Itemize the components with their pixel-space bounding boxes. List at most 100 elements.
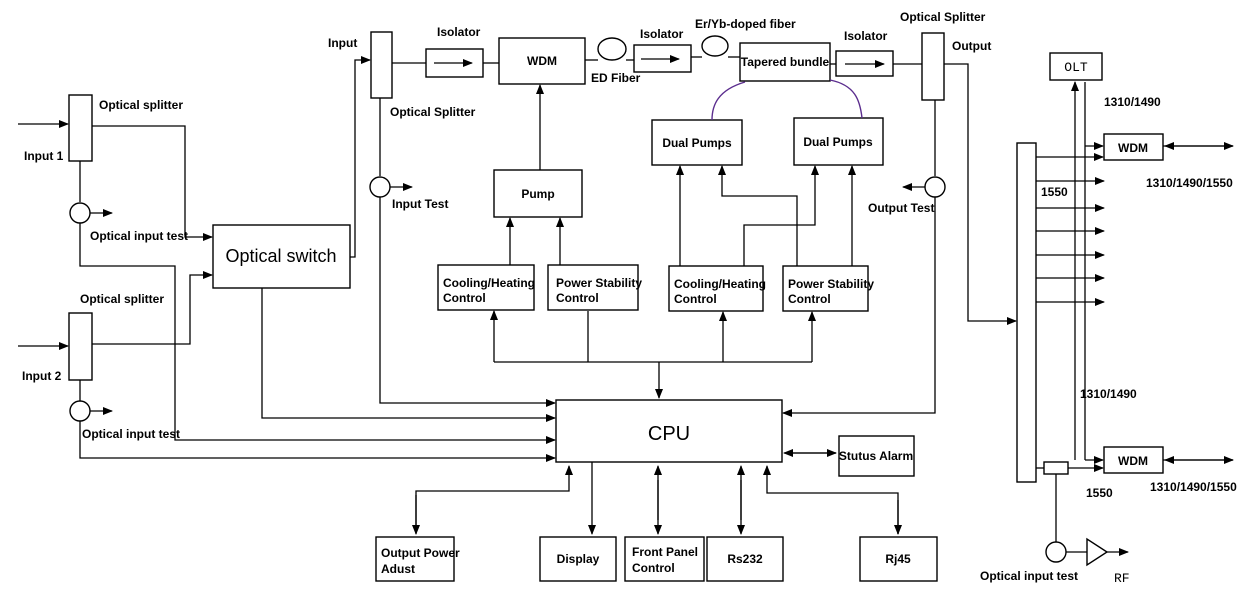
rf-label: RF bbox=[1114, 571, 1130, 586]
wl-1550-top-label: 1550 bbox=[1041, 185, 1068, 199]
output-test-label: Output Test bbox=[868, 201, 934, 215]
switch-to-splitter-line bbox=[350, 56, 371, 258]
display-label: Display bbox=[557, 552, 600, 566]
rj45-box bbox=[859, 536, 938, 582]
optical-input-test-1-label: Optical input test bbox=[90, 229, 188, 243]
photodiode-2-icon bbox=[69, 400, 91, 422]
cooling2-to-dual2-arrow bbox=[743, 165, 819, 266]
input-1-label: Input 1 bbox=[24, 149, 64, 163]
pump-box bbox=[493, 169, 583, 218]
input-test-label: Input Test bbox=[392, 197, 448, 211]
display-box bbox=[539, 536, 617, 582]
power-control-2-box bbox=[782, 265, 869, 312]
olt-box bbox=[1049, 52, 1103, 81]
input-label: Input bbox=[328, 36, 357, 50]
cpu-box bbox=[555, 399, 783, 463]
tapered-bundle-label: Tapered bundle bbox=[741, 55, 830, 69]
photodiode-1-icon bbox=[69, 202, 91, 224]
pump-link-1 bbox=[711, 81, 746, 121]
isolator-1-label: Isolator bbox=[437, 25, 481, 39]
photodiode-input-test-icon bbox=[369, 176, 391, 198]
cooling-control-1-line1: Cooling/Heating bbox=[443, 276, 535, 290]
optical-splitter-1-box bbox=[68, 94, 93, 162]
wdm-top-box bbox=[1103, 133, 1164, 161]
dual-pumps-2-box bbox=[793, 117, 884, 166]
output-test-to-cpu-line bbox=[782, 197, 936, 417]
ed-fiber-label: ED Fiber bbox=[591, 71, 641, 85]
cooling-control-2-line1: Cooling/Heating bbox=[674, 277, 766, 291]
rs232-box bbox=[706, 536, 784, 582]
input-test-to-cpu-line bbox=[379, 197, 556, 407]
er-yb-fiber-label: Er/Yb-doped fiber bbox=[695, 17, 796, 31]
pump-link-2 bbox=[829, 79, 863, 119]
isolator-2-label: Isolator bbox=[640, 27, 684, 41]
dual-pumps-1-label: Dual Pumps bbox=[662, 136, 732, 150]
photodiode-output-test-icon bbox=[924, 176, 946, 198]
dual-pumps-2-label: Dual Pumps bbox=[803, 135, 873, 149]
distribution-bus-box bbox=[1016, 142, 1037, 483]
optical-splitter-out-box bbox=[921, 32, 945, 101]
er-yb-fiber-coil-icon bbox=[701, 35, 729, 57]
splitter2-to-switch-line bbox=[92, 271, 213, 345]
power2-to-dual1-arrow bbox=[718, 165, 798, 266]
dual-pumps-1-box bbox=[651, 119, 743, 166]
wdm-main-box bbox=[498, 37, 586, 85]
wl-1310-1490-1550-bottom-label: 1310/1490/1550 bbox=[1150, 480, 1237, 494]
isolator-3-label: Isolator bbox=[844, 29, 888, 43]
wdm-top-label: WDM bbox=[1118, 141, 1148, 155]
cooling-control-2-box bbox=[668, 265, 764, 312]
switch-to-cpu-line bbox=[261, 288, 556, 422]
status-alarm-label: Stutus Alarm bbox=[839, 449, 913, 463]
power-control-1-line2: Control bbox=[556, 291, 599, 305]
output-to-bus-line bbox=[944, 63, 1017, 325]
test2-to-cpu-line bbox=[79, 421, 556, 462]
wdm-bottom-box bbox=[1103, 446, 1164, 474]
coupler-box bbox=[1043, 461, 1069, 475]
photodiode-rf-icon bbox=[1045, 541, 1067, 563]
test1-to-cpu-line bbox=[79, 223, 556, 444]
cooling-control-1-box bbox=[437, 264, 535, 311]
optical-switch-box bbox=[212, 224, 351, 289]
power-control-2-line2: Control bbox=[788, 292, 831, 306]
optical-splitter-1-label: Optical splitter bbox=[99, 98, 183, 112]
output-power-line2: Adust bbox=[381, 562, 415, 576]
power-control-2-line1: Power Stability bbox=[788, 277, 874, 291]
optical-splitter-main-label: Optical Splitter bbox=[390, 105, 476, 119]
optical-splitter-out-label: Optical Splitter bbox=[900, 10, 986, 24]
status-alarm-box bbox=[838, 435, 915, 477]
cpu-label: CPU bbox=[648, 423, 690, 445]
cooling-control-2-line2: Control bbox=[674, 292, 717, 306]
ed-fiber-coil-icon bbox=[597, 37, 627, 61]
output-power-to-cpu-arrow bbox=[415, 465, 573, 530]
olt-label: OLT bbox=[1064, 60, 1088, 75]
optical-input-test-2-label: Optical input test bbox=[82, 427, 180, 441]
power-control-1-box bbox=[547, 264, 639, 311]
wl-1550-bottom-label: 1550 bbox=[1086, 486, 1113, 500]
optical-input-test-3-label: Optical input test bbox=[980, 569, 1078, 583]
wdm-main-label: WDM bbox=[527, 54, 557, 68]
optical-splitter-2-label: Optical splitter bbox=[80, 292, 164, 306]
output-label: Output bbox=[952, 39, 991, 53]
rf-amplifier-icon bbox=[1086, 537, 1109, 567]
pump-label: Pump bbox=[521, 187, 554, 201]
rj45-label: Rj45 bbox=[885, 552, 911, 566]
output-power-line1: Output Power bbox=[381, 546, 460, 560]
tapered-bundle-box bbox=[739, 42, 831, 82]
rs232-label: Rs232 bbox=[727, 552, 763, 566]
cooling-control-1-line2: Control bbox=[443, 291, 486, 305]
optical-splitter-main-box bbox=[370, 31, 393, 99]
optical-splitter-2-box bbox=[68, 312, 93, 381]
optical-switch-label: Optical switch bbox=[225, 246, 336, 266]
wl-1310-1490-top-label: 1310/1490 bbox=[1104, 95, 1161, 109]
output-power-adjust-box bbox=[375, 536, 455, 582]
power-control-1-line1: Power Stability bbox=[556, 276, 642, 290]
wl-1310-1490-mid-label: 1310/1490 bbox=[1080, 387, 1137, 401]
front-panel-line2: Control bbox=[632, 561, 675, 575]
wdm-bottom-label: WDM bbox=[1118, 454, 1148, 468]
splitter1-to-switch-line bbox=[92, 125, 213, 241]
front-panel-box bbox=[624, 536, 705, 582]
input-2-label: Input 2 bbox=[22, 369, 62, 383]
front-panel-line1: Front Panel bbox=[632, 545, 698, 559]
wl-1310-1490-1550-top-label: 1310/1490/1550 bbox=[1146, 176, 1233, 190]
